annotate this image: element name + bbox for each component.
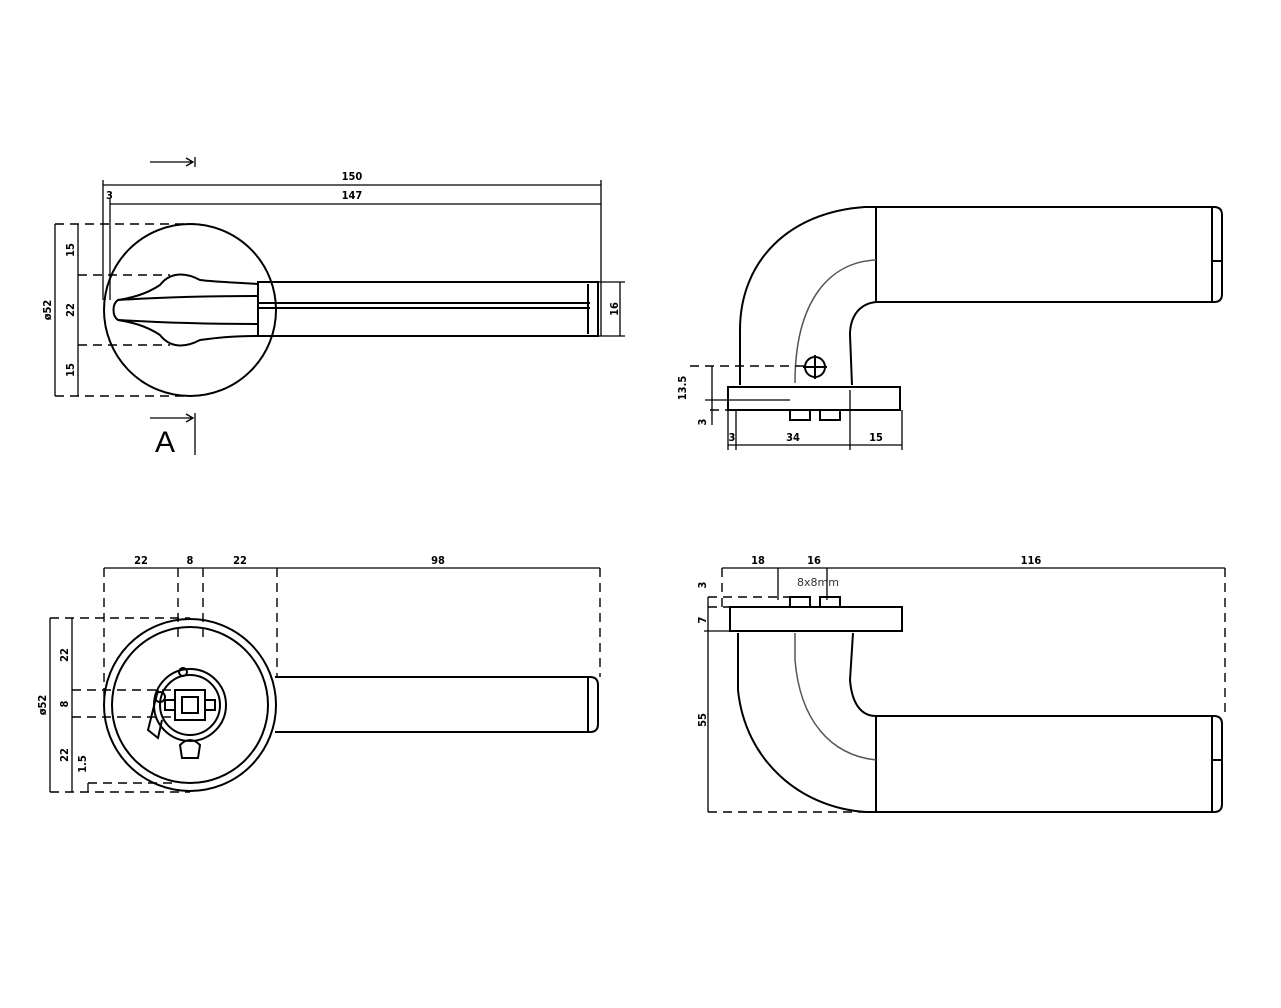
dim-16: 16 [807, 554, 821, 567]
dim-55: 55 [696, 713, 709, 727]
dim-vertical-lines [705, 366, 790, 425]
dim-8: 8 [187, 554, 194, 567]
dim-vertical-lines [49, 618, 89, 792]
dim-22-top: 22 [58, 648, 71, 662]
dim-3: 3 [106, 189, 113, 202]
latch-pin [154, 691, 166, 703]
lever-neck [112, 273, 259, 347]
section-arrow-bottom [150, 413, 196, 455]
dim-extension-lines [721, 568, 1226, 716]
dim-15: 15 [869, 431, 883, 444]
spindle [789, 409, 841, 421]
dim-extension-lines [103, 568, 601, 700]
dim-8-mid: 8 [58, 700, 71, 707]
screw-hole [178, 667, 188, 677]
dim-dia52: ø52 [41, 300, 54, 321]
base-plate [727, 386, 901, 411]
lever-body [275, 676, 599, 733]
lever-end-cap [587, 282, 599, 336]
dim-3-left: 3 [729, 431, 736, 444]
dim-7: 7 [696, 616, 709, 623]
dim-1-5: 1.5 [76, 755, 89, 773]
side-view-bottom: 18 16 116 8x8mm 3 7 55 [696, 554, 1226, 813]
rose-inner-curve [794, 259, 877, 384]
dim-vertical-extensions [50, 617, 190, 793]
spindle-tabs [164, 699, 216, 711]
rose-inner-edge [848, 632, 877, 717]
dim-98: 98 [431, 554, 445, 567]
screw-cross [803, 355, 827, 379]
rosette-inner [111, 626, 269, 784]
base-plate [729, 606, 903, 632]
rose-outer-curve [737, 633, 876, 813]
lever-body [875, 206, 1223, 303]
rose-inner-edge [848, 301, 877, 386]
dim-16-lines [598, 281, 625, 337]
lever-groove [258, 302, 590, 309]
dim-13-5: 13.5 [676, 376, 689, 401]
dim-3: 3 [696, 581, 709, 588]
latch-lever [146, 689, 163, 740]
lever-end [1211, 207, 1222, 302]
section-arrow-top [150, 157, 196, 167]
mechanism-inner-ring [159, 674, 221, 736]
dim-extension-lines [690, 365, 805, 411]
dim-3: 3 [696, 418, 709, 425]
lever-body [875, 715, 1223, 813]
dim-16: 16 [608, 302, 621, 316]
spindle [789, 596, 841, 608]
dim-116: 116 [1021, 554, 1042, 567]
dim-22-b: 22 [233, 554, 247, 567]
dim-spindle-lines [777, 568, 828, 600]
spindle-size-note: 8x8mm [797, 576, 839, 589]
lever-end [1211, 716, 1222, 812]
rose-inner-curve [794, 633, 877, 761]
dim-147: 147 [342, 189, 363, 202]
rear-view: 22 8 22 98 ø52 22 8 22 1.5 [36, 554, 601, 793]
dim-150: 150 [342, 170, 363, 183]
dim-lines-horizontal [102, 180, 602, 336]
dim-22-a: 22 [134, 554, 148, 567]
spindle-hole [181, 696, 199, 714]
dim-extension-lines [55, 223, 195, 397]
rosette-outer [103, 618, 277, 792]
dim-horizontal-lines [727, 390, 903, 450]
dim-22-bottom: 22 [58, 748, 71, 762]
side-view-top: 13.5 3 3 34 15 [676, 206, 1223, 450]
dim-34: 34 [786, 431, 800, 444]
dim-15-top: 15 [64, 243, 77, 257]
dim-dia52: ø52 [36, 695, 49, 716]
rosette-outline [103, 223, 277, 397]
dim-vertical-extensions [708, 596, 866, 813]
dim-lines-vertical [54, 224, 79, 396]
dim-22: 22 [64, 303, 77, 317]
spindle-square [174, 689, 206, 721]
dim-vertical-lines [704, 597, 730, 812]
dim-15-bottom: 15 [64, 363, 77, 377]
front-view: 150 147 3 ø52 15 22 15 16 A [41, 157, 625, 459]
bottom-clip [178, 739, 202, 759]
neck-lines [117, 295, 259, 325]
rose-outer-curve [739, 206, 876, 385]
section-label-a: A [155, 426, 175, 459]
dim-18: 18 [751, 554, 765, 567]
